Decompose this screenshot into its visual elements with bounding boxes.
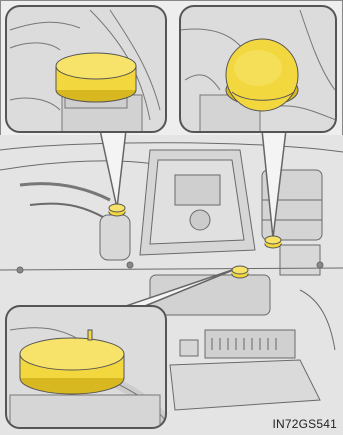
top-right-inset	[180, 6, 336, 135]
reservoir-cap-round-icon	[226, 39, 298, 111]
marker-right	[265, 236, 281, 248]
top-left-inset	[6, 6, 166, 135]
figure-code: IN72GS541	[272, 417, 337, 431]
marker-left	[109, 204, 125, 216]
marker-center	[232, 266, 248, 278]
reservoir-cap-flat-icon	[56, 53, 136, 108]
bottom-left-inset	[6, 306, 166, 435]
